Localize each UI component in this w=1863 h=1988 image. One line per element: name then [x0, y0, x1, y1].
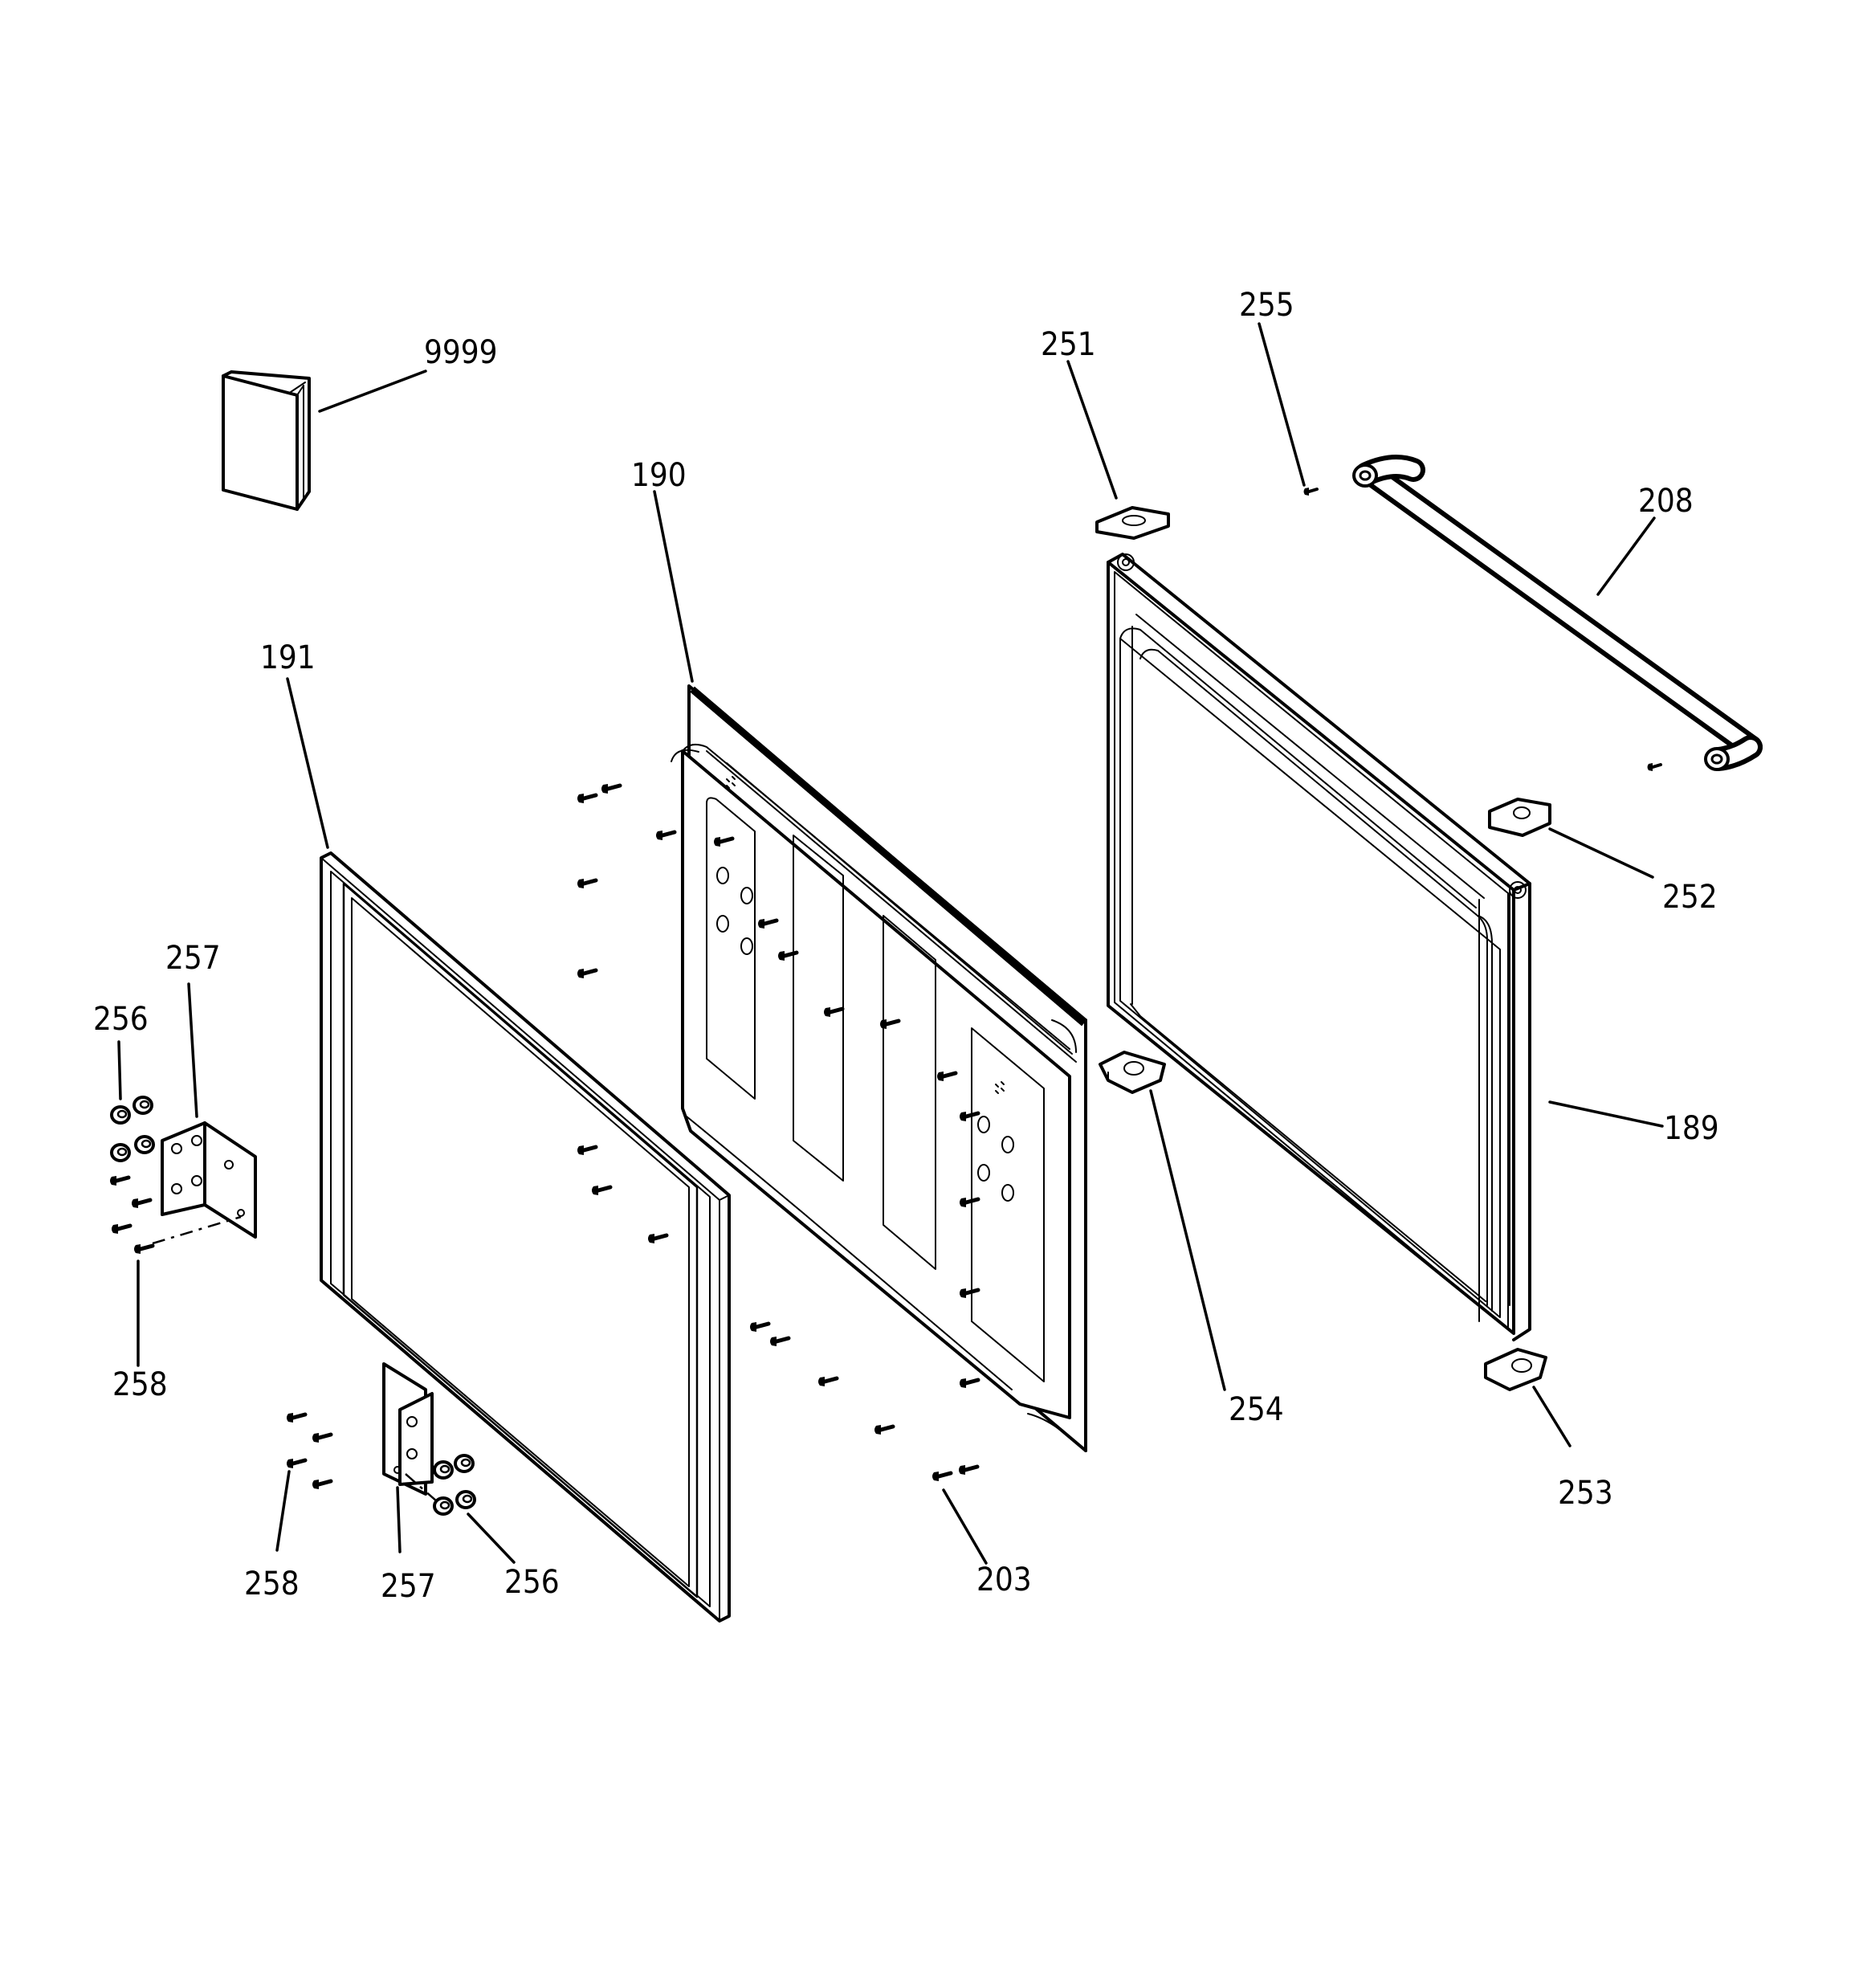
label-252: 252	[1662, 879, 1718, 916]
spacers-256-bottom	[433, 1454, 476, 1516]
label-189: 189	[1664, 1110, 1719, 1147]
screws-258-bottom	[287, 1413, 331, 1489]
door-handle	[1352, 455, 1763, 771]
label-203: 203	[976, 1561, 1032, 1598]
label-251: 251	[1041, 326, 1096, 363]
label-9999: 9999	[424, 334, 498, 371]
outer-door	[1107, 553, 1531, 1341]
cap-253	[1484, 1348, 1547, 1391]
label-191: 191	[260, 639, 316, 676]
manual-booklet	[222, 370, 311, 511]
label-256-left: 256	[93, 1001, 149, 1038]
part-labels: 9999 190 191 251 255 208 252 189 254 253…	[93, 287, 1719, 1605]
door-gasket	[320, 851, 731, 1623]
label-257-left: 257	[165, 940, 221, 977]
hinge-bracket-left	[152, 1121, 257, 1245]
cap-254	[1099, 1051, 1166, 1094]
cap-252	[1488, 798, 1551, 837]
label-190: 190	[631, 457, 687, 494]
label-257-bottom: 257	[381, 1568, 436, 1605]
label-258-bottom: 258	[244, 1565, 300, 1602]
spacers-256-left	[110, 1096, 155, 1162]
hinge-bracket-bottom	[382, 1362, 438, 1503]
label-255: 255	[1239, 287, 1294, 324]
cap-251	[1095, 506, 1170, 540]
leader-lines	[117, 322, 1664, 1565]
screws-258-left	[110, 1176, 153, 1254]
label-256-bottom: 256	[504, 1564, 560, 1601]
label-208: 208	[1638, 483, 1694, 520]
label-254: 254	[1229, 1391, 1284, 1428]
label-253: 253	[1558, 1475, 1613, 1512]
door-liner	[671, 684, 1087, 1452]
label-258-left: 258	[112, 1366, 168, 1403]
